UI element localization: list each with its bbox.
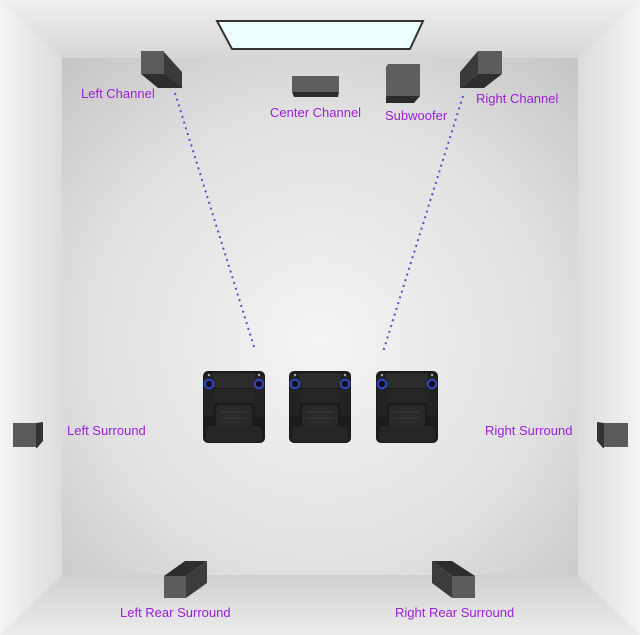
left-wall (0, 0, 62, 635)
left-rear-surround-label: Left Rear Surround (120, 605, 231, 620)
subwoofer-label: Subwoofer (385, 108, 448, 123)
ceiling-wall (0, 0, 640, 58)
right-rear-surround-label: Right Rear Surround (395, 605, 515, 620)
right-surround-label: Right Surround (485, 423, 573, 438)
center-channel-label: Center Channel (270, 105, 362, 120)
right-wall (578, 0, 640, 635)
floor (62, 58, 578, 575)
left-surround-label: Left Surround (67, 423, 146, 438)
back-wall (0, 575, 640, 635)
right-channel-label: Right Channel (476, 91, 559, 106)
left-channel-label: Left Channel (81, 86, 155, 101)
